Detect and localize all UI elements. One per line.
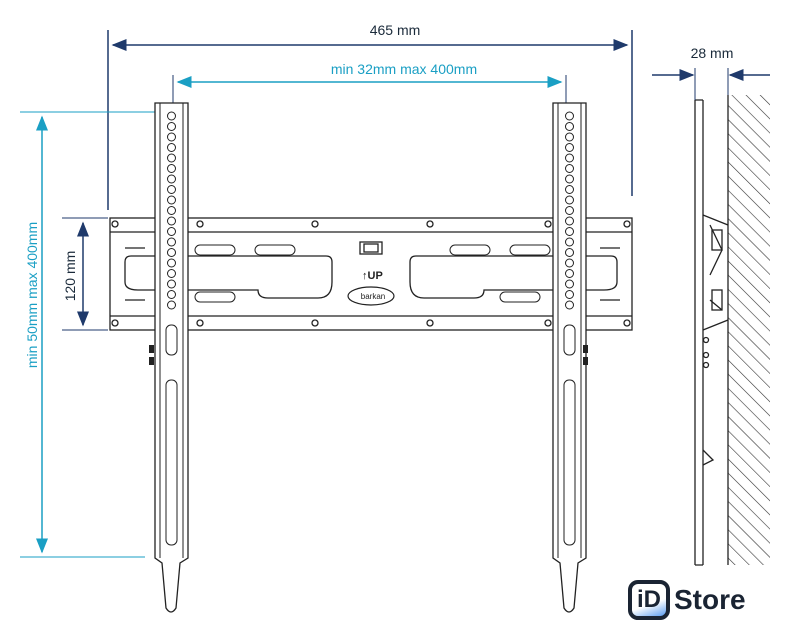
mount-hole [167,195,176,205]
mount-hole [167,237,176,247]
mount-hole [167,290,176,299]
mount-hole [565,143,574,152]
mount-hole [167,174,176,184]
arm-slot [165,379,178,546]
idstore-badge: iD [628,580,670,620]
mount-hole [565,122,574,131]
arm-slot [563,379,576,546]
mount-hole [565,111,574,121]
vesa-horizontal-dimension: min 32mm max 400mm [172,61,567,112]
svg-text:barkan: barkan [361,292,385,301]
mount-hole [167,164,176,173]
idstore-name: Store [674,584,746,615]
wall-distance-label: 28 mm [691,45,734,61]
mount-hole [565,248,574,257]
vesa-vertical-label: min 50mm max 400mm [24,222,40,368]
mount-hole [167,227,176,236]
mount-hole [167,111,176,121]
vertical-arms [149,102,588,613]
brand-logo: barkan [347,286,395,306]
plate-height-label: 120 mm [62,251,78,302]
mount-hole [167,206,176,215]
mount-hole [167,132,176,142]
overall-width-dimension: 465 mm [107,22,633,210]
mount-hole [167,122,176,131]
mount-hole [565,300,574,310]
mount-hole [167,153,176,163]
overall-width-label: 465 mm [370,22,421,38]
mount-hole [565,164,574,173]
mount-hole [167,185,176,194]
mount-hole [565,153,574,163]
mount-hole [167,143,176,152]
mount-hole [565,269,574,278]
mount-hole [167,248,176,257]
arm-right [552,102,587,613]
vesa-horizontal-label: min 32mm max 400mm [331,61,477,77]
mount-hole [565,290,574,299]
plate-height-dimension: 120 mm [62,217,108,331]
mount-hole [565,185,574,194]
mount-hole [565,279,574,289]
mount-hole [167,300,176,310]
side-view [694,95,770,566]
mount-hole [565,206,574,215]
mount-hole [565,227,574,236]
mount-hole [565,237,574,247]
mount-hole [167,279,176,289]
mount-hole [565,216,574,226]
mount-hole [565,174,574,184]
up-label: ↑UP [362,270,383,282]
idstore-watermark: iD Store [628,580,746,620]
vesa-vertical-dimension: min 50mm max 400mm [20,111,165,558]
wall-distance-dimension: 28 mm [652,45,770,100]
mount-hole [167,269,176,278]
mount-hole [565,195,574,205]
arm-left [154,102,189,613]
mount-hole [167,216,176,226]
mount-hole [565,258,574,268]
mount-hole [565,132,574,142]
mount-hole [167,258,176,268]
